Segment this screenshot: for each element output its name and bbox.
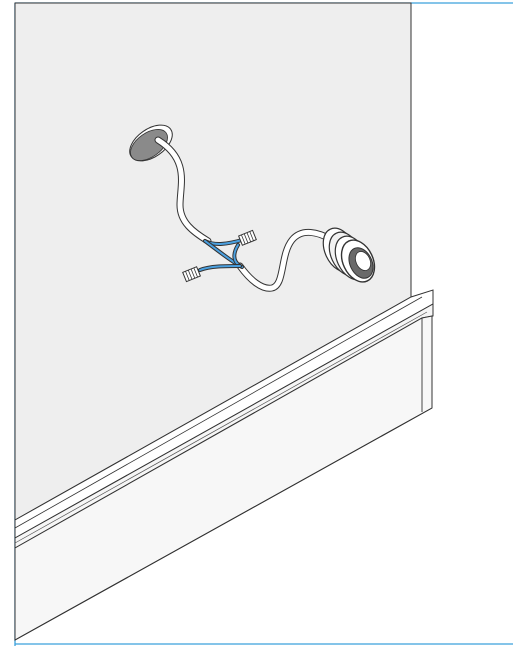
plinth-front-face: [14, 315, 433, 641]
connector-plug-lower: [182, 266, 202, 283]
connector-plug-upper: [237, 229, 257, 246]
sensor-cable: [154, 136, 336, 292]
plinth-ledge-line: [14, 296, 423, 529]
round-sensor-module: [322, 227, 376, 283]
plinth-ledge-top: [14, 289, 434, 539]
cable-entry-hole: [129, 124, 173, 162]
plinth-bottom-diagonal: [14, 407, 433, 641]
plinth-groove-line: [14, 311, 428, 544]
split-wire-pair: [198, 238, 244, 272]
plinth-base: [14, 289, 434, 641]
